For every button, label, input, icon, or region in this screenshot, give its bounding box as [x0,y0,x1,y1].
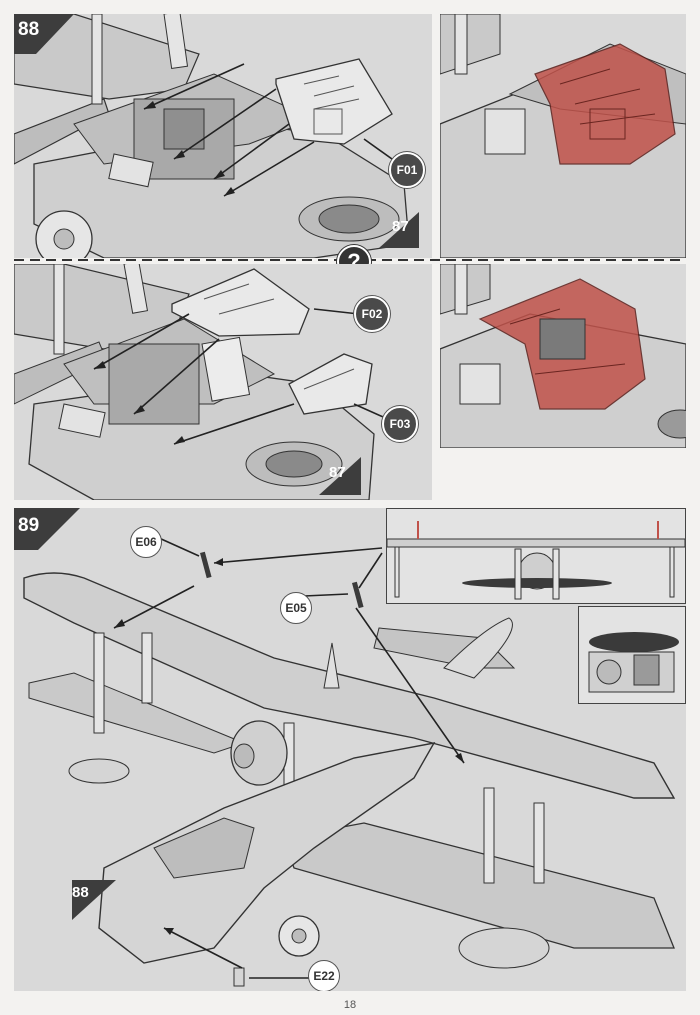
ref-flag [379,212,419,248]
cockpit-canopy-illustration [14,14,410,258]
cockpit-open-canopy-illustration [14,264,400,500]
step-89-panel: 89 E06 E05 E22 88 [14,508,686,991]
step-88-result-a [440,14,686,258]
ref-flag [72,880,116,920]
finished-canopy-view [440,264,686,448]
step-88-result-b [440,264,686,448]
step-88-panel-a: 88 F01 87 [14,14,432,258]
step-88-panel-b: F02 F03 87 [14,264,432,500]
step-flag [14,14,74,54]
part-callout-e06: E06 [130,526,162,558]
step-flag [14,508,80,550]
seaplane-illustration [23,537,676,987]
part-callout-e05: E05 [280,592,312,624]
detail-view-illustration [588,632,679,693]
part-callout-f01: F01 [389,152,425,188]
part-callout-f03: F03 [382,406,418,442]
part-callout-e22: E22 [308,960,340,991]
ref-step-number: 87 [392,218,409,235]
page-number: 18 [343,999,357,1011]
ref-step-number: 88 [72,884,89,901]
finished-canopy-view [440,14,686,258]
ref-flag [319,457,361,495]
part-callout-f02: F02 [354,296,390,332]
front-view-illustration [387,521,685,600]
ref-step-number: 87 [329,464,346,481]
step-number: 88 [18,19,40,40]
inset-front-view [386,508,686,604]
inset-detail-view [578,606,686,704]
step-number: 89 [18,515,40,536]
